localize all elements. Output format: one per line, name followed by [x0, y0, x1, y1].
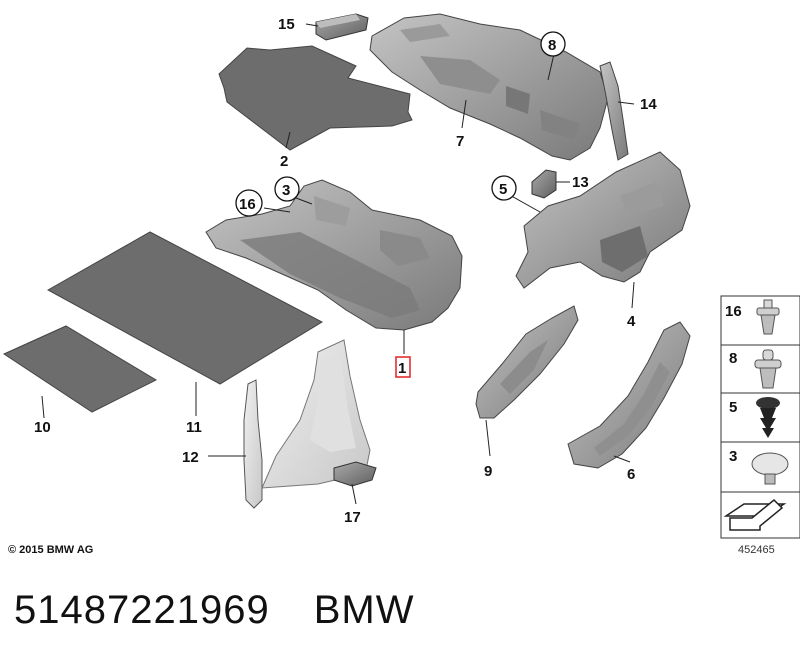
legend-number-8: 8: [729, 350, 737, 367]
reference-number: 452465: [738, 544, 775, 556]
callout-12: 12: [182, 449, 199, 466]
callout-11: 11: [186, 419, 202, 436]
part-14-side-strip: [599, 61, 629, 161]
part-15-foam-block: [315, 13, 369, 41]
highlight-box: [395, 356, 411, 378]
part-1-floor-insulation: [205, 179, 463, 331]
part-7-rear-shelf-insulation: [369, 13, 609, 161]
callout-4: 4: [627, 313, 636, 330]
part-footer: 51487221969 BMW: [14, 588, 414, 633]
part-11-large-mat: [46, 231, 324, 385]
part-pillar-trim-panel: [261, 339, 371, 489]
fastener-legend: 16 8 5 3: [720, 295, 800, 539]
part-17-bracket: [333, 461, 377, 487]
callout-15: 15: [278, 16, 295, 33]
callout-7: 7: [456, 133, 464, 150]
legend-number-5: 5: [729, 399, 737, 416]
callout-6: 6: [627, 466, 635, 483]
callout-14: 14: [640, 96, 657, 113]
part-13-bracket: [531, 169, 557, 199]
parts-set-arrow-icon: [723, 498, 787, 531]
leader-lines: [41, 23, 635, 505]
legend-number-3: 3: [729, 448, 737, 465]
callout-10: 10: [34, 419, 51, 436]
callout-8-circle: [540, 31, 566, 57]
part-4-wheel-arch-insulation: [515, 151, 691, 289]
fir-tree-clip-icon: [756, 397, 780, 438]
callout-17: 17: [344, 509, 361, 526]
callout-16-circle: [235, 189, 263, 217]
callout-2: 2: [280, 153, 288, 170]
callout-3: 3: [282, 182, 290, 199]
part-2-flat-mat: [218, 45, 413, 151]
callout-13: 13: [572, 174, 589, 191]
callout-8: 8: [548, 37, 556, 54]
legend-box: [720, 295, 800, 539]
callout-1: 1: [398, 360, 406, 377]
part-number: 51487221969: [14, 588, 270, 632]
brand-name: BMW: [313, 588, 415, 632]
callouts: 15 2 7 8 14 13 5 16 3 1 4 9 6 10 11 12 1…: [34, 16, 657, 526]
part-10-small-mat: [2, 325, 158, 413]
expanding-rivet-icon: [756, 299, 780, 335]
push-rivet-icon: [754, 349, 782, 389]
part-9-insulation: [475, 305, 579, 419]
callout-3-circle: [274, 176, 300, 202]
part-6-insulation: [567, 321, 691, 469]
part-12-seal-strip: [243, 379, 263, 509]
copyright-text: © 2015 BMW AG: [8, 544, 93, 556]
callout-9: 9: [484, 463, 492, 480]
legend-number-16: 16: [725, 303, 742, 320]
callout-16: 16: [239, 196, 256, 213]
callout-5: 5: [499, 181, 507, 198]
round-clip-icon: [751, 452, 789, 485]
callout-5-circle: [491, 175, 517, 201]
